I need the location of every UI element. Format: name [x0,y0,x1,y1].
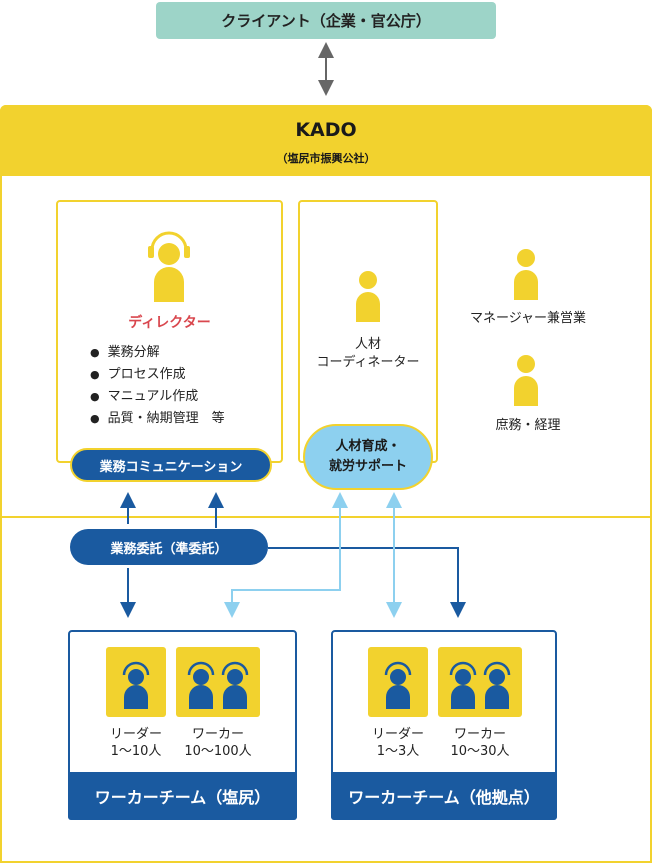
hr-coordinator-person-icon [356,271,380,322]
headset-people-icon [449,661,511,709]
team1-name: ワーカーチーム（塩尻） [94,788,271,807]
team1-worker-count: 10〜100人 [184,744,252,759]
kado-subtitle: （塩尻市振興公社） [276,152,376,165]
hr-support-line1: 人材育成・ [335,439,401,454]
team2-leader-count: 1〜3人 [376,744,420,759]
task-item: 品質・納期管理 等 [90,408,225,430]
team1-leader-count: 1〜10人 [110,744,162,759]
hr-coordinator-line1: 人材 [354,337,381,352]
outsourcing-team2-arrow [268,547,466,618]
hr-coordinator-card [298,200,438,463]
communication-pill: 業務コミュニケーション [70,448,272,482]
team1-leader-label: リーダー [109,727,162,742]
team1-leader-box [106,647,166,717]
team1-worker-box [176,647,260,717]
team2-worker-role: ワーカー 10〜30人 [434,726,526,760]
team2-name-bar: ワーカーチーム（他拠点） [331,772,557,820]
outsourcing-pill: 業務委託（準委託） [70,529,268,565]
team2-leader-box [368,647,428,717]
team2-worker-box [438,647,522,717]
team2-name: ワーカーチーム（他拠点） [348,788,540,807]
director-task-list: 業務分解 プロセス作成 マニュアル作成 品質・納期管理 等 [90,342,225,430]
client-label: クライアント（企業・官公庁） [221,12,431,30]
hr-team1-arrow [224,492,348,618]
manager-person-icon [514,249,538,300]
hr-coordinator-line2: コーディネーター [316,355,420,370]
team1-name-bar: ワーカーチーム（塩尻） [68,772,297,820]
task-item: 業務分解 [90,342,225,364]
communication-pill-label: 業務コミュニケーション [99,459,243,475]
outsourcing-pill-label: 業務委託（準委託） [110,541,228,557]
team2-worker-count: 10〜30人 [450,744,510,759]
hr-support-line2: 就労サポート [328,459,407,474]
task-item: プロセス作成 [90,364,225,386]
team1-worker-label: ワーカー [191,727,244,742]
team1-worker-role: ワーカー 10〜100人 [172,726,264,760]
hr-support-pill: 人材育成・ 就労サポート [303,424,433,490]
hr-coordinator-label: 人材 コーディネーター [298,336,438,372]
team2-leader-role: リーダー 1〜3人 [358,726,438,760]
director-title: ディレクター [128,315,211,331]
accounting-person-icon [514,355,538,406]
manager-label: マネージャー兼営業 [469,311,587,326]
headset-people-icon [187,661,249,709]
client-box: クライアント（企業・官公庁） [156,2,496,39]
director-headset-icon [148,231,190,302]
team2-worker-label: ワーカー [453,727,506,742]
kado-title: KADO [295,119,357,141]
team2-leader-label: リーダー [371,727,424,742]
accounting-label: 庶務・経理 [495,418,561,433]
task-item: マニュアル作成 [90,386,225,408]
headset-person-icon [384,661,412,709]
headset-person-icon [122,661,150,709]
kado-header: KADO （塩尻市振興公社） [0,105,652,176]
team1-leader-role: リーダー 1〜10人 [96,726,176,760]
